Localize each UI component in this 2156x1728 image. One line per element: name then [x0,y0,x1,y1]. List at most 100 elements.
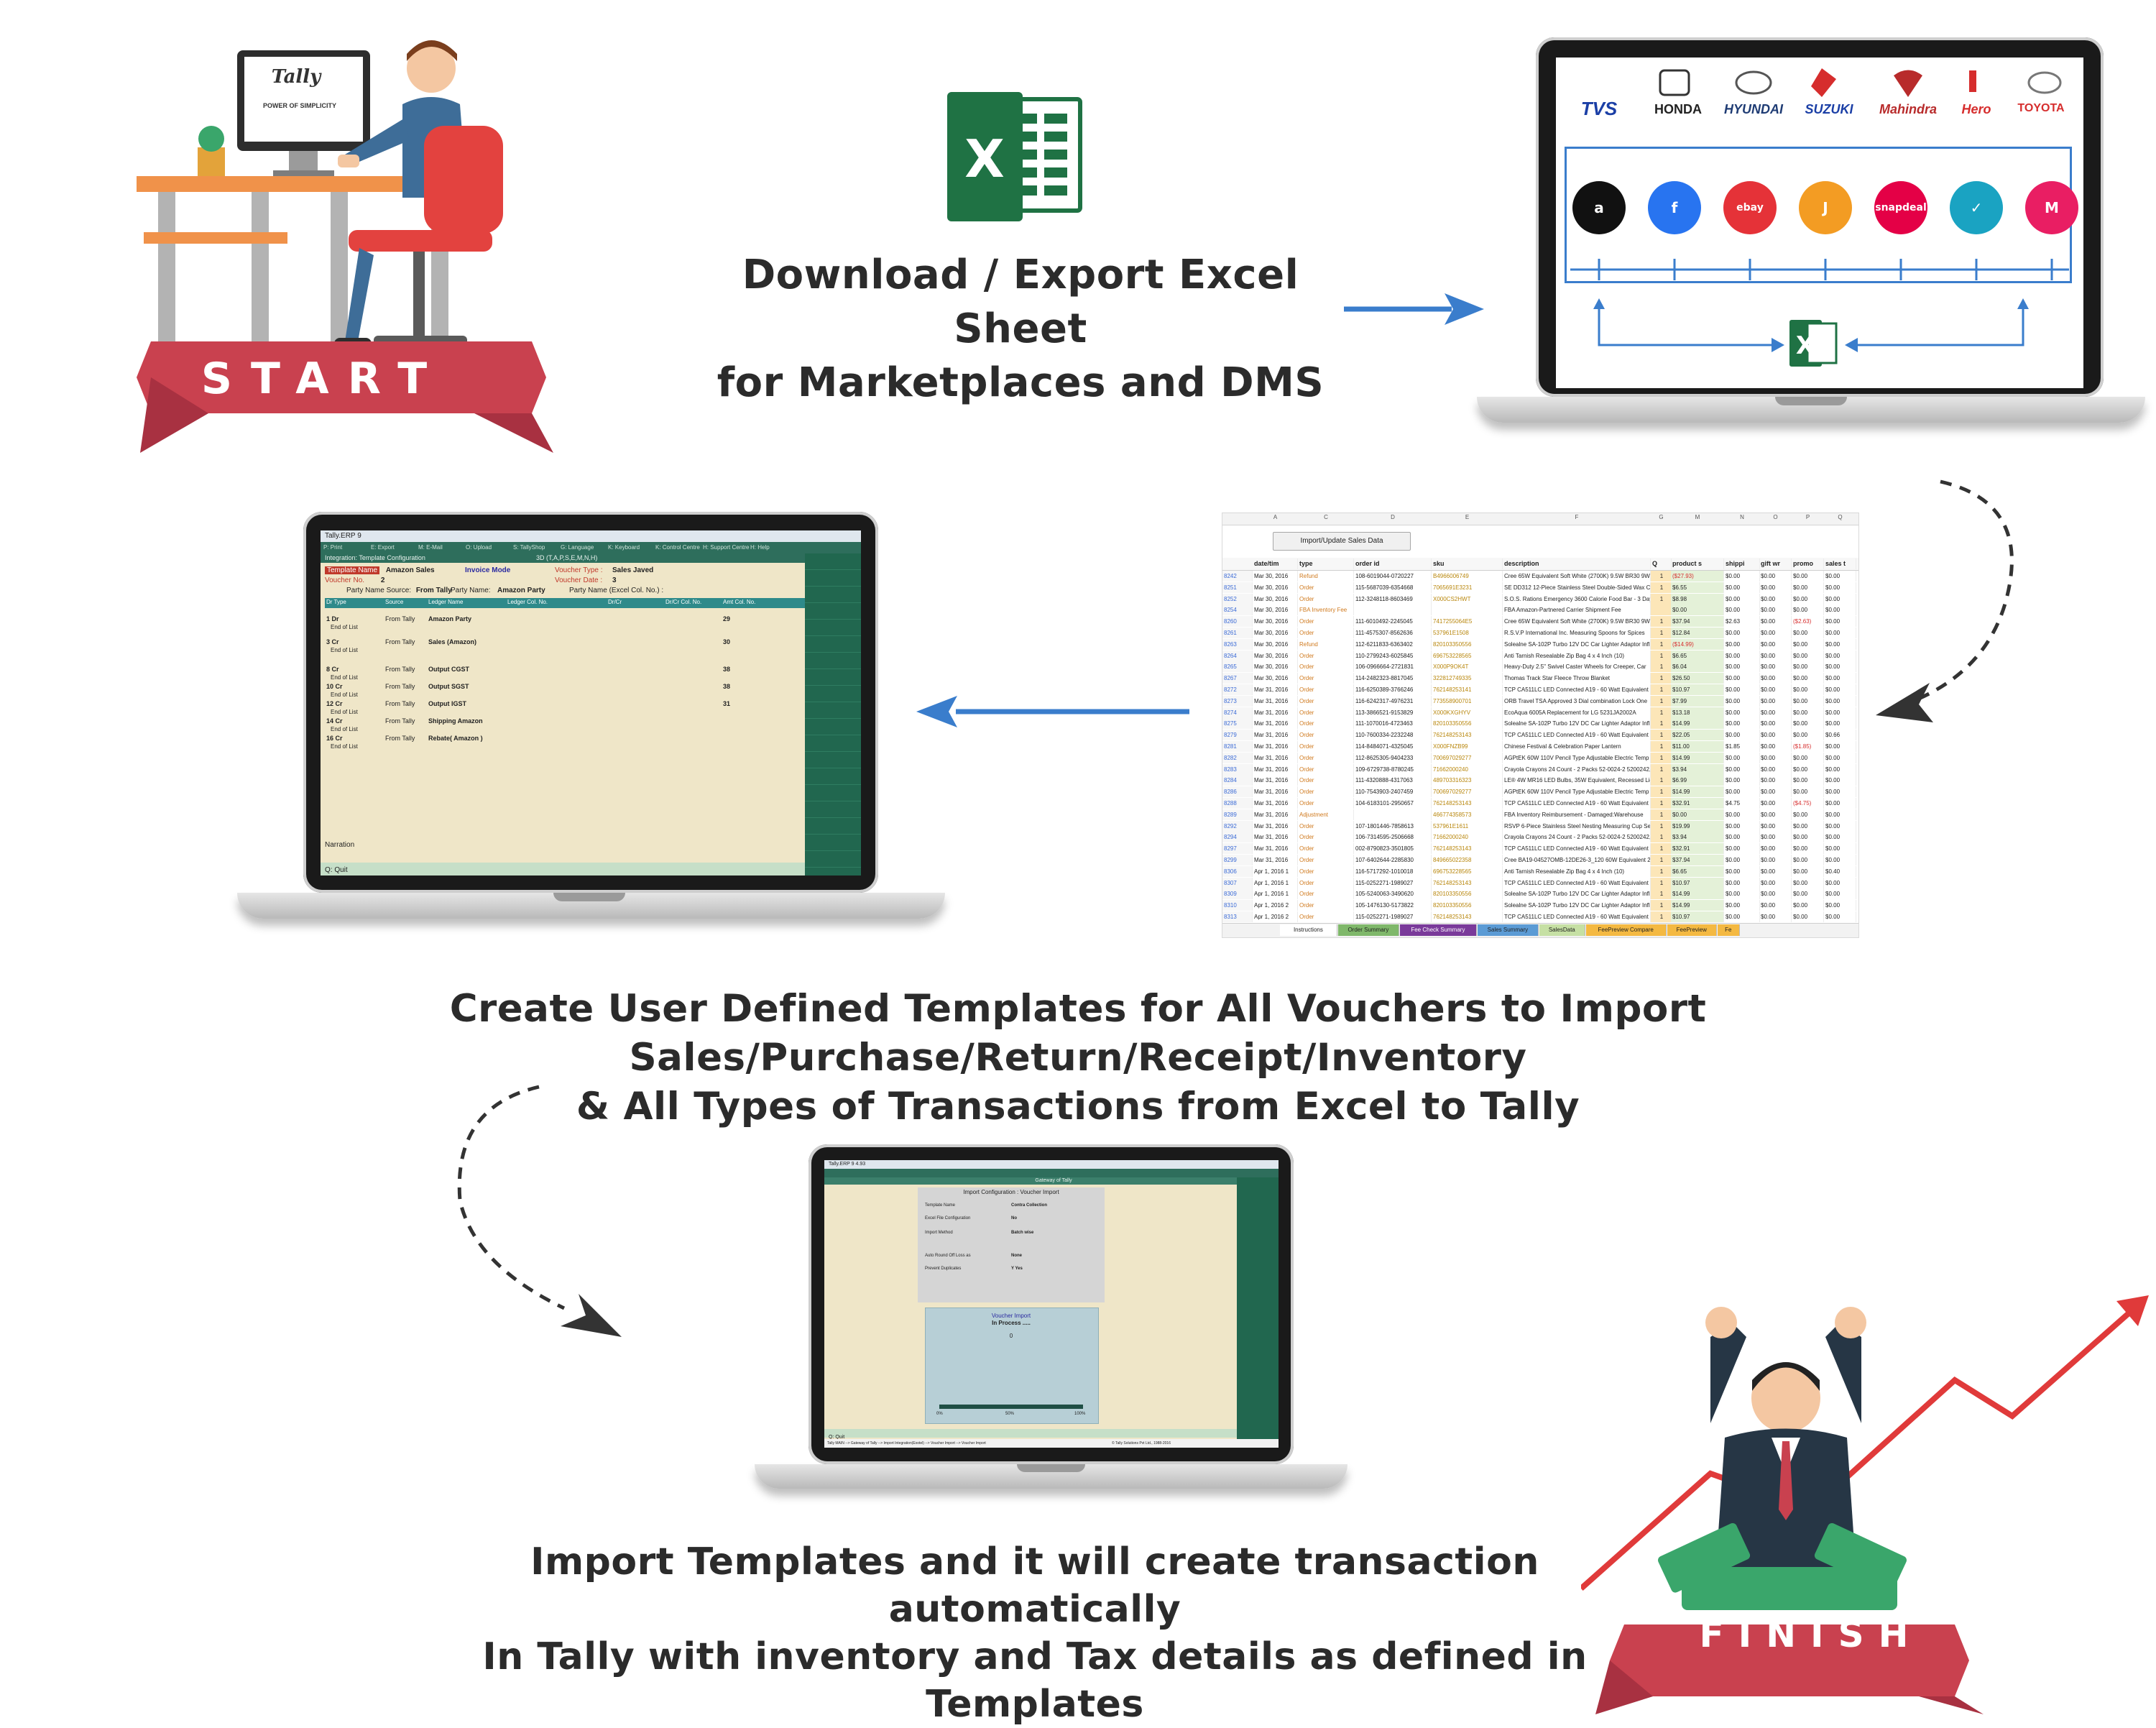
excel-cell[interactable]: TCP CA511LC LED Connected A19 - 60 Watt … [1503,877,1651,888]
excel-cell[interactable]: EcoAqua 6005A Replacement for LG 5231JA2… [1503,707,1651,718]
excel-cell[interactable]: $0.00 [1792,877,1824,888]
excel-cell[interactable]: $0.00 [1724,605,1760,616]
excel-cell[interactable]: $0.00 [1824,786,1856,798]
tally-line-ledger[interactable]: Shipping Amazon [428,717,483,725]
import-quit-button[interactable]: Q: Quit [829,1435,845,1440]
excel-cell[interactable]: ($2.63) [1792,616,1824,628]
excel-cell[interactable]: $14.99 [1671,752,1724,763]
excel-header-cell[interactable]: gift wr [1759,559,1792,569]
excel-cell[interactable] [1651,605,1672,616]
excel-cell[interactable]: $10.97 [1671,684,1724,695]
excel-cell[interactable]: Order [1298,752,1354,763]
excel-cell[interactable]: $0.00 [1824,763,1856,775]
excel-cell[interactable]: Mar 30, 2016 [1253,605,1298,616]
excel-cell[interactable]: $0.00 [1759,911,1792,922]
excel-cell[interactable]: Anti Tarnish Resealable Zip Bag 4 x 4 In… [1503,650,1651,661]
excel-cell[interactable]: 108-6019044-0720227 [1354,571,1432,582]
excel-cell[interactable]: 696753228565 [1432,650,1503,661]
excel-cell[interactable]: $0.00 [1792,809,1824,820]
excel-cell[interactable]: $6.55 [1671,582,1724,593]
excel-cell[interactable]: Apr 1, 2016 2 [1253,911,1298,922]
excel-cell[interactable]: $0.00 [1792,707,1824,718]
sheet-tab[interactable]: SalesData [1539,924,1585,936]
excel-cell[interactable]: 1 [1651,900,1672,911]
excel-cell[interactable]: Order [1298,786,1354,798]
tally-line-ledger[interactable]: Amazon Party [428,615,472,622]
sheet-tab[interactable]: Fe [1717,924,1740,936]
excel-cell[interactable]: $6.99 [1671,775,1724,786]
excel-cell[interactable]: 114-2482323-8817045 [1354,673,1432,684]
excel-cell[interactable]: $0.00 [1824,695,1856,707]
excel-cell[interactable]: TCP CA511LC LED Connected A19 - 60 Watt … [1503,798,1651,809]
excel-cell[interactable]: $6.65 [1671,865,1724,877]
excel-cell[interactable]: 1 [1651,741,1672,752]
excel-cell[interactable]: $0.00 [1759,877,1792,888]
sheet-tab[interactable]: Order Summary [1337,924,1399,936]
excel-cell[interactable]: 111-6010492-2245045 [1354,616,1432,628]
excel-cell[interactable]: Order [1298,832,1354,843]
excel-cell[interactable]: $0.00 [1759,707,1792,718]
excel-cell[interactable]: $0.00 [1824,628,1856,638]
excel-cell[interactable]: $14.99 [1671,718,1724,730]
excel-cell[interactable]: $0.00 [1792,832,1824,843]
excel-cell[interactable]: 537961E1508 [1432,628,1503,638]
excel-cell[interactable]: $0.66 [1824,730,1856,741]
excel-cell[interactable]: $0.00 [1792,843,1824,855]
excel-cell[interactable]: 116-6250389-3766246 [1354,684,1432,695]
excel-cell[interactable]: $14.99 [1671,786,1724,798]
excel-cell[interactable]: 1 [1651,809,1672,820]
excel-cell[interactable]: Mar 30, 2016 [1253,593,1298,605]
excel-cell[interactable]: 111-4320888-4317063 [1354,775,1432,786]
excel-cell[interactable]: 322812749335 [1432,673,1503,684]
excel-cell[interactable]: Cree 65W Equivalent Soft White (2700K) 9… [1503,571,1651,582]
excel-cell[interactable]: $13.18 [1671,707,1724,718]
excel-cell[interactable]: X000CS2HWT [1432,593,1503,605]
excel-cell[interactable]: $0.00 [1759,673,1792,684]
excel-cell[interactable]: 1 [1651,877,1672,888]
excel-cell[interactable]: $0.00 [1792,718,1824,730]
excel-cell[interactable]: S.O.S. Rations Emergency 3600 Calorie Fo… [1503,593,1651,605]
excel-cell[interactable]: 1 [1651,718,1672,730]
excel-cell[interactable]: 762148253143 [1432,798,1503,809]
excel-cell[interactable]: 762148253141 [1432,684,1503,695]
excel-cell[interactable]: $0.00 [1724,695,1760,707]
excel-cell[interactable]: Order [1298,695,1354,707]
excel-cell[interactable]: Mar 31, 2016 [1253,718,1298,730]
sheet-tab[interactable]: Instructions [1280,924,1337,936]
excel-cell[interactable]: $14.99 [1671,888,1724,900]
excel-cell[interactable]: $0.00 [1724,718,1760,730]
excel-cell[interactable]: $26.50 [1671,673,1724,684]
excel-cell[interactable]: Apr 1, 2016 1 [1253,865,1298,877]
excel-cell[interactable]: 466774358573 [1432,809,1503,820]
excel-cell[interactable]: 1 [1651,695,1672,707]
import-field-value[interactable]: No [1011,1216,1017,1221]
excel-cell[interactable]: 1 [1651,616,1672,628]
excel-cell[interactable]: $0.00 [1792,582,1824,593]
excel-cell[interactable]: $0.00 [1792,763,1824,775]
excel-cell[interactable]: Order [1298,673,1354,684]
excel-cell[interactable]: Order [1298,661,1354,673]
excel-cell[interactable]: 1 [1651,752,1672,763]
excel-cell[interactable]: $0.00 [1759,820,1792,832]
excel-cell[interactable]: 112-8625305-9404233 [1354,752,1432,763]
excel-cell[interactable]: Order [1298,741,1354,752]
excel-cell[interactable]: $0.00 [1724,911,1760,922]
excel-cell[interactable]: $0.00 [1759,593,1792,605]
excel-cell[interactable]: LE® 4W MR16 LED Bulbs, 35W Equivalent, R… [1503,775,1651,786]
excel-cell[interactable]: Mar 31, 2016 [1253,786,1298,798]
excel-cell[interactable]: 1 [1651,911,1672,922]
tally-menu-item[interactable]: S: TallyShop [513,544,545,551]
excel-cell[interactable]: $0.00 [1724,661,1760,673]
excel-cell[interactable]: Mar 31, 2016 [1253,798,1298,809]
excel-cell[interactable] [1354,605,1432,616]
excel-cell[interactable]: 113-3866521-9153829 [1354,707,1432,718]
excel-cell[interactable]: 696753228565 [1432,865,1503,877]
excel-cell[interactable]: 700697029277 [1432,786,1503,798]
excel-cell[interactable]: $2.63 [1724,616,1760,628]
excel-cell[interactable]: $0.00 [1824,843,1856,855]
excel-cell[interactable]: 110-7600334-2232248 [1354,730,1432,741]
excel-cell[interactable]: $14.99 [1671,900,1724,911]
excel-cell[interactable]: Mar 31, 2016 [1253,809,1298,820]
excel-cell[interactable]: 105-1476130-5173822 [1354,900,1432,911]
excel-cell[interactable]: $0.40 [1824,865,1856,877]
